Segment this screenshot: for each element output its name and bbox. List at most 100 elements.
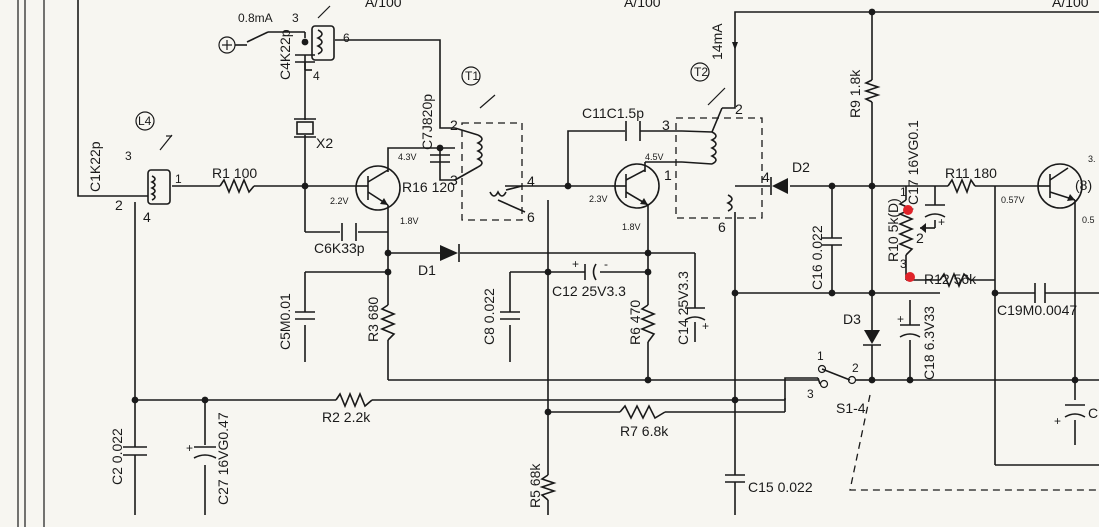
c17-label: C17 16VG0.1: [905, 120, 921, 205]
wires: [77, 0, 1099, 515]
page-margin-lines: [17, 0, 45, 527]
r2-resistor: [335, 391, 373, 409]
osc-pin6: 6: [343, 31, 350, 45]
t1-label: T1: [465, 69, 479, 83]
t1-pin6: 6: [527, 209, 535, 225]
t2-pin4: 4: [762, 169, 770, 185]
c18-capacitor: [899, 324, 921, 338]
t2-pin6: 6: [718, 219, 726, 235]
r10-label: R10 5k(D): [885, 198, 901, 262]
c12-minus: -: [604, 257, 608, 271]
c-edge-label: C: [1088, 405, 1098, 421]
r7-label: R7 6.8k: [620, 423, 669, 439]
header-label-mid: A/100: [624, 0, 661, 10]
q1-transistor: [355, 165, 401, 211]
t2-pin2: 2: [735, 101, 743, 117]
sw-pin1: 1: [817, 349, 824, 363]
c18-plus: +: [897, 312, 904, 326]
r9-label: R9 1.8k: [847, 69, 863, 118]
c11-label: C11C1.5p: [582, 105, 644, 121]
t1-transformer: [454, 66, 526, 221]
r7-resistor: [619, 404, 666, 420]
l4-label: L4: [138, 114, 152, 128]
c8-label: C8 0.022: [481, 288, 497, 345]
c6-capacitor: [341, 223, 357, 241]
r16-label: R16 120: [402, 179, 455, 195]
junction-dots: [131, 8, 1079, 416]
marker-dot: [903, 205, 913, 215]
marker-dot: [905, 272, 915, 282]
c1-label: C1K22p: [87, 141, 103, 192]
c2-capacitor: [123, 420, 147, 474]
c5-label: C5M0.01: [277, 293, 293, 350]
r12-resistor: [939, 271, 971, 289]
c11-capacitor: [625, 121, 641, 141]
c14-label: C14 25V3.3: [675, 271, 691, 345]
r5-label: R5 68k: [527, 463, 543, 508]
r11-resistor: [947, 177, 976, 195]
q2-collector-voltage: 4.5V: [645, 152, 664, 162]
r3-resistor: [379, 304, 397, 341]
q3-base-voltage: 0.57V: [1001, 195, 1025, 205]
s1-4-switch: [817, 364, 1099, 491]
osc-pin3: 3: [292, 11, 299, 25]
osc-pin4: 4: [313, 69, 320, 83]
c15-label: C15 0.022: [748, 479, 813, 495]
t2-transformer: [675, 62, 763, 219]
t2-label: T2: [694, 65, 708, 79]
c14-capacitor: [684, 307, 706, 321]
r2-label: R2 2.2k: [322, 409, 371, 425]
c19-label: C19M0.0047: [997, 302, 1077, 318]
r11-label: R11 180: [945, 165, 997, 181]
sw-pin2: 2: [852, 361, 859, 375]
c2-label: C2 0.022: [109, 428, 125, 485]
c12-plus: +: [572, 257, 579, 271]
l4-pin1: 1: [175, 172, 182, 186]
osc-current-label: 0.8mA: [238, 11, 273, 25]
c4-label: C4K22p: [277, 29, 293, 80]
q3-emitter-voltage: 0.5: [1082, 215, 1095, 225]
d3-label: D3: [843, 311, 861, 327]
q3-transistor: [1037, 163, 1083, 209]
c27-plus: +: [186, 441, 193, 455]
r9-resistor: [863, 79, 881, 103]
c27-label: C27 16VG0.47: [215, 412, 231, 505]
c6-label: C6K33p: [314, 240, 365, 256]
c12-label: C12 25V3.3: [552, 283, 626, 299]
c-edge-plus: +: [1054, 414, 1061, 428]
header-label-left: A/100: [365, 0, 402, 10]
q1-base-voltage: 2.2V: [330, 196, 349, 206]
q1-emitter-voltage: 1.8V: [400, 216, 419, 226]
c16-capacitor: [822, 237, 842, 252]
c19-capacitor: [1034, 283, 1046, 303]
t2-current-arrow: [732, 42, 738, 50]
t2-pin3: 3: [662, 117, 670, 133]
r1-resistor: [219, 177, 255, 195]
d1-diode: [440, 244, 460, 262]
osc-coil: [218, 5, 335, 71]
c18-label: C18 6.3V33: [921, 306, 937, 380]
d3-diode: [863, 330, 881, 346]
q1-collector-voltage: 4.3V: [398, 152, 417, 162]
x2-crystal: [294, 118, 316, 138]
c17-plus: +: [938, 215, 945, 229]
c12-capacitor: [584, 263, 597, 281]
c7-capacitor: [430, 154, 450, 163]
c16-label: C16 0.022: [809, 225, 825, 290]
r1-label: R1 100: [212, 165, 257, 181]
q2-emitter-voltage: 1.8V: [622, 222, 641, 232]
r6-label: R6 470: [627, 300, 643, 345]
q3-collector-voltage: 3.: [1088, 154, 1096, 164]
l4-coil: [118, 111, 173, 205]
q2-base-voltage: 2.3V: [589, 194, 608, 204]
header-label-right: A/100: [1052, 0, 1089, 10]
l4-pin3: 3: [125, 149, 132, 163]
c-edge-capacitor: [1064, 404, 1086, 418]
t1-pin2: 2: [450, 117, 458, 133]
c17-capacitor: [924, 204, 946, 218]
c8-capacitor: [500, 311, 520, 320]
d2-label: D2: [792, 159, 810, 175]
l4-pin2: 2: [115, 197, 123, 213]
q3-label: (8): [1075, 177, 1092, 193]
